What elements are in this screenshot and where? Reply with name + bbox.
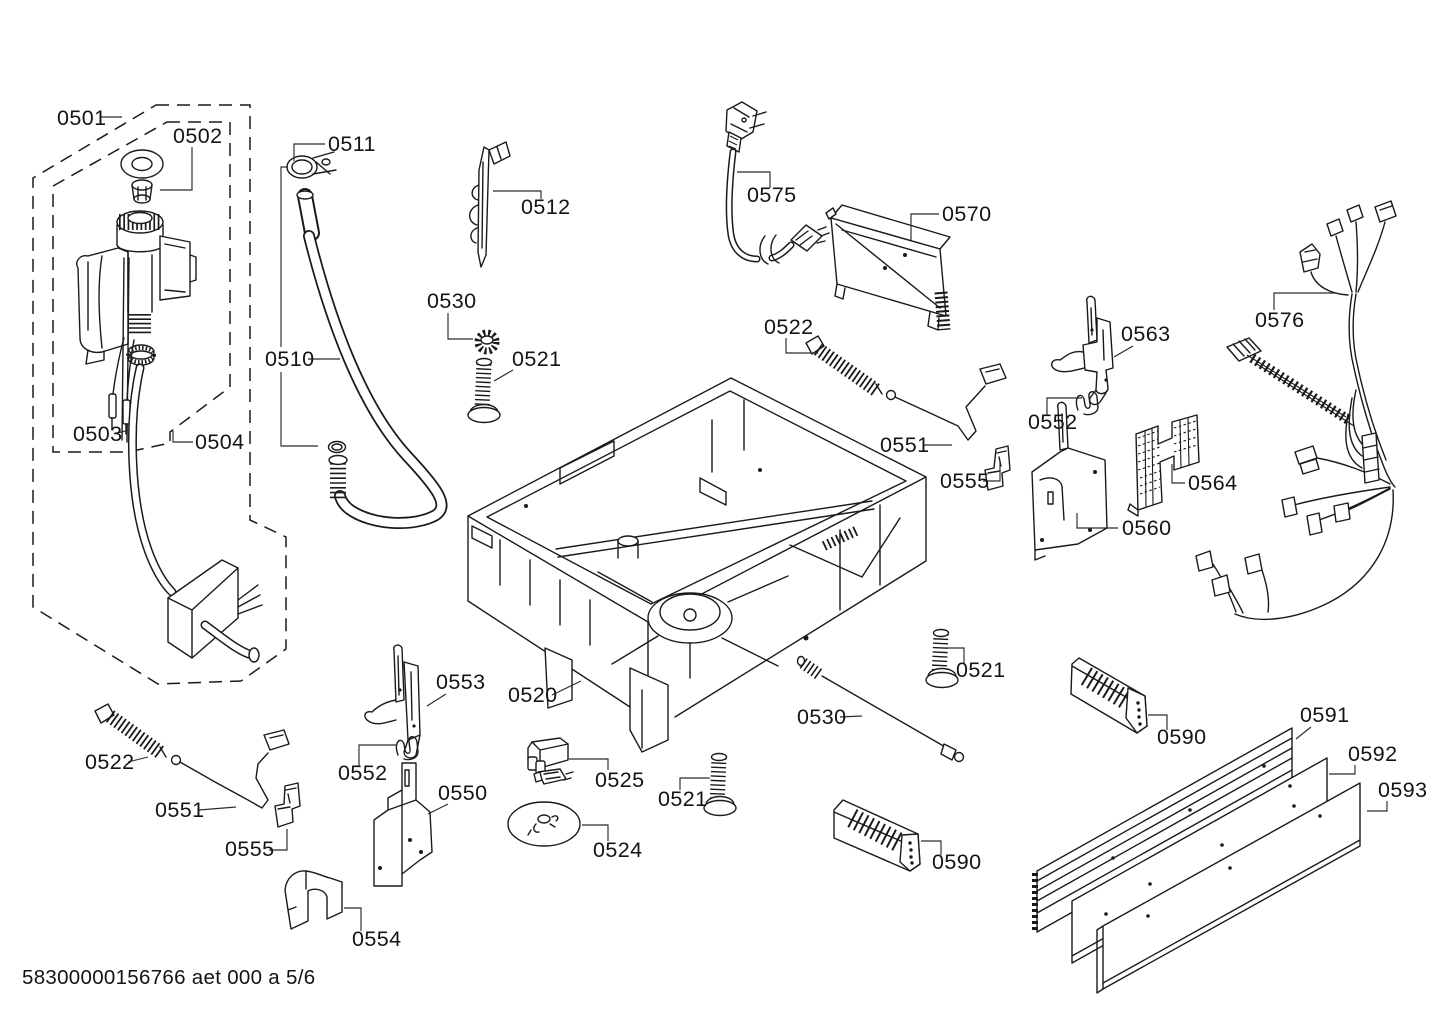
part-label-0530-top: 0530 (427, 289, 476, 313)
part-label-0550: 0550 (438, 781, 487, 805)
part-0593-panel (1096, 782, 1361, 994)
part-0576-wiring-harness (1195, 200, 1397, 621)
part-label-0552-right: 0552 (1028, 410, 1077, 434)
part-0555-latch-left (274, 782, 301, 828)
part-0524-disc (507, 801, 581, 847)
part-aquastop-valve (76, 210, 197, 443)
part-0563-hinge-bracket (1050, 295, 1114, 406)
part-label-0555-left: 0555 (225, 837, 274, 861)
part-0504-lower-unit (127, 363, 263, 663)
part-0552-clip-left (395, 736, 419, 761)
part-label-0551-right: 0551 (880, 433, 929, 457)
part-0591-panel (1032, 727, 1293, 933)
part-label-0530-bottom: 0530 (797, 705, 846, 729)
part-label-0524: 0524 (593, 838, 642, 862)
part-0530-nut (474, 329, 500, 355)
part-0554-bracket (284, 870, 343, 930)
part-label-0503: 0503 (73, 422, 122, 446)
part-0564-wire-grid (1127, 414, 1200, 517)
part-label-0554: 0554 (352, 927, 401, 951)
part-0570-control-module (825, 204, 951, 331)
part-0522-spring-right (805, 335, 883, 396)
part-0502-grommet (131, 179, 153, 204)
part-label-0510: 0510 (265, 347, 314, 371)
page-footer: 58300000156766 aet 000 a 5/6 (22, 966, 316, 989)
part-label-0511: 0511 (328, 132, 376, 156)
part-label-0551-left: 0551 (155, 798, 204, 822)
part-label-0521-top: 0521 (512, 347, 561, 371)
part-0552-clip-right (1075, 391, 1099, 416)
part-label-0591: 0591 (1300, 703, 1349, 727)
part-0575-power-cord (725, 101, 830, 265)
part-0525-switch (527, 737, 574, 785)
part-0520-base (467, 377, 927, 753)
part-0590-grille-right (1070, 657, 1148, 734)
part-label-0522-left: 0522 (85, 750, 134, 774)
part-label-0512: 0512 (521, 195, 570, 219)
part-0521-screw-top (467, 357, 501, 424)
part-label-0552-left: 0552 (338, 761, 387, 785)
part-0530-cable (796, 655, 965, 763)
part-0550-bracket (373, 762, 433, 887)
part-label-0501: 0501 (57, 106, 106, 130)
part-label-0502: 0502 (173, 124, 222, 148)
part-0521-screw-bottom (703, 752, 737, 817)
part-label-0570: 0570 (942, 202, 991, 226)
part-0522-spring-left (94, 703, 167, 759)
part-0553-hinge-bracket (364, 644, 421, 759)
part-0511-clamp (286, 151, 337, 179)
part-label-0576: 0576 (1255, 308, 1304, 332)
part-label-0563: 0563 (1121, 322, 1170, 346)
part-label-0564: 0564 (1188, 471, 1237, 495)
part-0551-cable-left (170, 729, 290, 809)
boundary-0501 (32, 104, 287, 685)
part-label-0520: 0520 (508, 683, 557, 707)
part-label-0575: 0575 (747, 183, 796, 207)
leader-lines (100, 116, 1388, 931)
part-label-0525: 0525 (595, 768, 644, 792)
part-label-0521-bottom: 0521 (658, 787, 707, 811)
part-0551-cable-right (885, 363, 1007, 441)
part-0512-bracket (468, 141, 511, 268)
part-0560-bracket (1031, 401, 1108, 561)
part-label-0560: 0560 (1122, 516, 1171, 540)
part-label-0592: 0592 (1348, 742, 1397, 766)
part-label-0593: 0593 (1378, 778, 1427, 802)
part-label-0522-right: 0522 (764, 315, 813, 339)
part-0510-drain-hose (296, 188, 448, 529)
part-0521-screw-mid (925, 628, 959, 689)
part-label-0521-mid: 0521 (956, 658, 1005, 682)
part-label-0555-right: 0555 (940, 469, 989, 493)
part-0502-washer (120, 149, 164, 179)
part-label-0590-right: 0590 (1157, 725, 1206, 749)
part-label-0553: 0553 (436, 670, 485, 694)
part-0555-latch-right (984, 445, 1011, 491)
part-0590-grille-center (833, 799, 921, 872)
part-label-0590-center: 0590 (932, 850, 981, 874)
part-label-0504: 0504 (195, 430, 244, 454)
